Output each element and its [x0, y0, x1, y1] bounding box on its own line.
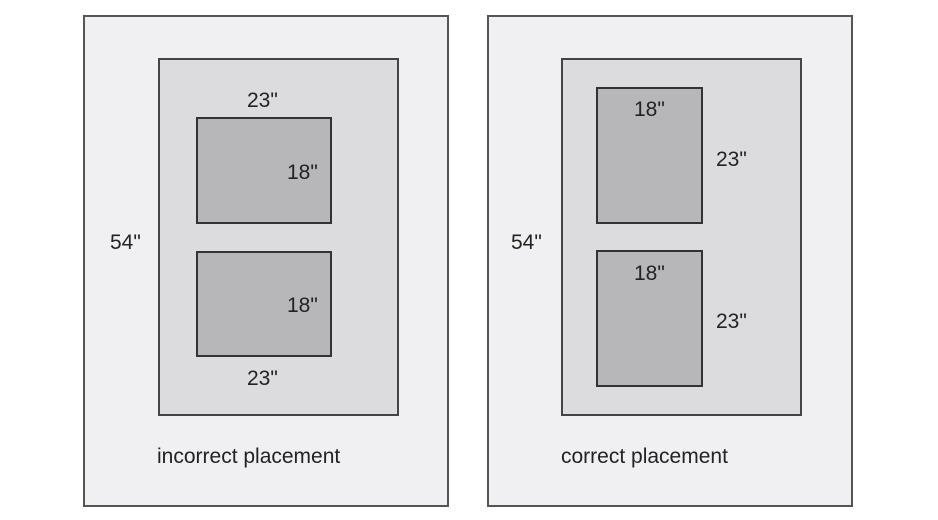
correct-frame-bottom-width-label: 18": [634, 262, 665, 285]
incorrect-top-width-label: 23": [247, 89, 278, 112]
incorrect-frame-top-label: 18": [287, 161, 318, 184]
incorrect-wall-area: [158, 58, 399, 416]
correct-frame-top-height-label: 23": [716, 148, 747, 171]
incorrect-bottom-width-label: 23": [247, 367, 278, 390]
incorrect-frame-bottom-label: 18": [287, 294, 318, 317]
correct-frame-top: [596, 87, 703, 224]
correct-frame-bottom-height-label: 23": [716, 310, 747, 333]
incorrect-caption: incorrect placement: [157, 445, 341, 468]
incorrect-frame-top: [196, 117, 332, 224]
correct-caption: correct placement: [561, 445, 728, 468]
correct-frame-top-width-label: 18": [634, 98, 665, 121]
incorrect-frame-bottom: [196, 251, 332, 357]
incorrect-height-label: 54": [110, 231, 141, 254]
correct-height-label: 54": [511, 231, 542, 254]
correct-frame-bottom: [596, 250, 703, 387]
